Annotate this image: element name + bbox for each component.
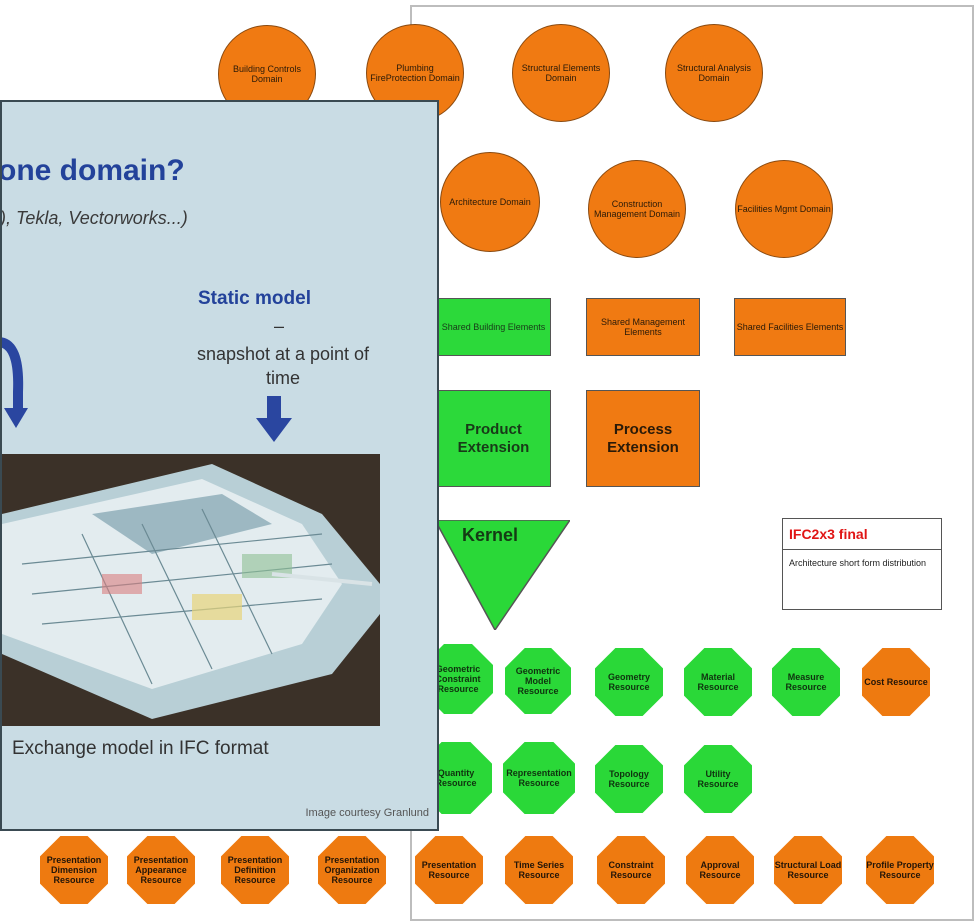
static-model-title: Static model xyxy=(198,288,311,309)
projected-slide: one domain? ), Tekla, Vectorworks...) St… xyxy=(0,100,439,831)
resource-constraint: Constraint Resource xyxy=(597,836,665,904)
image-courtesy: Image courtesy Granlund xyxy=(305,807,429,819)
domain-structural-elements: Structural Elements Domain xyxy=(512,24,610,122)
resource-geometry: Geometry Resource xyxy=(595,648,663,716)
static-model-text: snapshot at a point of time xyxy=(196,344,370,388)
shared-facilities-elements: Shared Facilities Elements xyxy=(734,298,846,356)
product-extension: Product Extension xyxy=(436,390,551,487)
building-model-image xyxy=(2,454,380,726)
resource-presentation-appearance: Presentation Appearance Resource xyxy=(127,836,195,904)
down-arrow-icon xyxy=(256,396,292,442)
shared-management-elements: Shared Management Elements xyxy=(586,298,700,356)
static-model-dash: – xyxy=(274,316,285,336)
kernel-label: Kernel xyxy=(461,525,519,545)
resource-cost: Cost Resource xyxy=(862,648,930,716)
resource-approval: Approval Resource xyxy=(686,836,754,904)
domain-structural-analysis: Structural Analysis Domain xyxy=(665,24,763,122)
resource-presentation-definition: Presentation Definition Resource xyxy=(221,836,289,904)
slide-caption: Exchange model in IFC format xyxy=(12,738,269,759)
domain-architecture: Architecture Domain xyxy=(440,152,540,252)
legend-box: IFC2x3 final Architecture short form dis… xyxy=(782,518,942,610)
resource-presentation-organization: Presentation Organization Resource xyxy=(318,836,386,904)
resource-presentation-dimension: Presentation Dimension Resource xyxy=(40,836,108,904)
slide-subtitle: ), Tekla, Vectorworks...) xyxy=(0,208,188,228)
kernel-triangle xyxy=(435,520,570,630)
domain-construction-management: Construction Management Domain xyxy=(588,160,686,258)
resource-representation: Representation Resource xyxy=(503,742,575,814)
legend-title: IFC2x3 final xyxy=(783,519,941,550)
resource-utility: Utility Resource xyxy=(684,745,752,813)
resource-profile-property: Profile Property Resource xyxy=(866,836,934,904)
resource-time-series: Time Series Resource xyxy=(505,836,573,904)
resource-topology: Topology Resource xyxy=(595,745,663,813)
resource-measure: Measure Resource xyxy=(772,648,840,716)
shared-building-elements: Shared Building Elements xyxy=(436,298,551,356)
resource-structural-load: Structural Load Resource xyxy=(774,836,842,904)
domain-facilities-mgmt: Facilities Mgmt Domain xyxy=(735,160,833,258)
resource-presentation: Presentation Resource xyxy=(415,836,483,904)
resource-material: Material Resource xyxy=(684,648,752,716)
process-extension: Process Extension xyxy=(586,390,700,487)
slide-title: one domain? xyxy=(0,154,185,187)
curved-arrow-icon xyxy=(2,337,28,428)
legend-subtitle: Architecture short form distribution xyxy=(789,558,927,568)
resource-geometric-model: Geometric Model Resource xyxy=(505,648,571,714)
